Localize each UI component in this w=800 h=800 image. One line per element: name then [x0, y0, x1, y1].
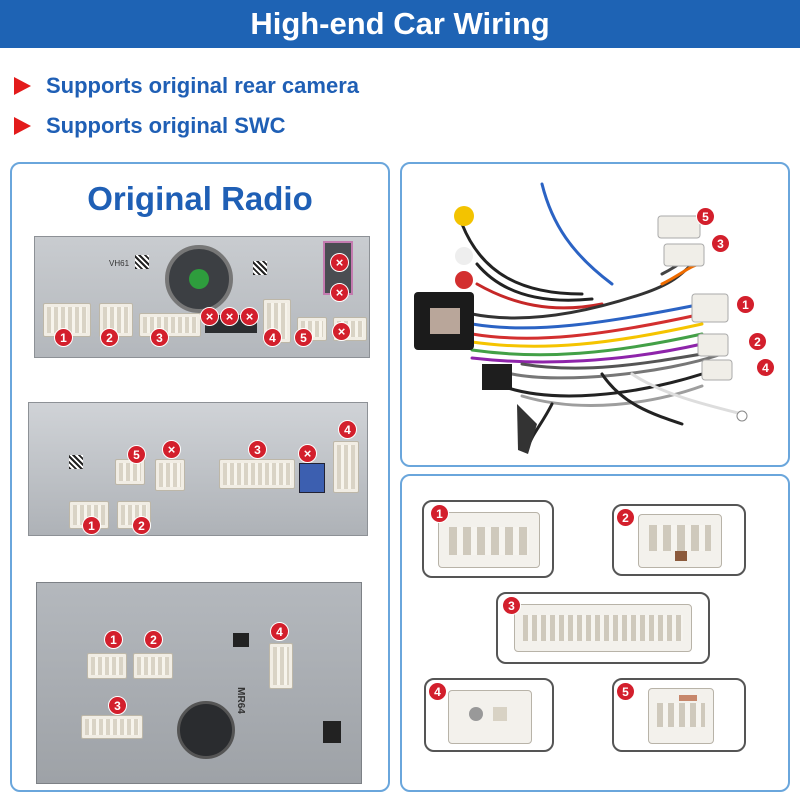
connector-plug	[648, 688, 714, 744]
title-banner: High-end Car Wiring	[0, 0, 800, 48]
connector-plug	[448, 690, 532, 744]
connector-3	[139, 313, 201, 337]
cross-icon: ×	[200, 307, 219, 326]
connectors-panel: 1 2 3 4 5	[400, 474, 790, 792]
connector-box-3	[496, 592, 710, 664]
number-badge: 4	[428, 682, 447, 701]
cross-icon: ×	[330, 253, 349, 272]
feature-text: Supports original SWC	[46, 113, 286, 138]
number-badge: 4	[756, 358, 775, 377]
cross-icon: ×	[220, 307, 239, 326]
connector-box-1	[422, 500, 554, 578]
feature-text: Supports original rear camera	[46, 73, 359, 98]
feature-rear-camera: Supports original rear camera	[14, 73, 359, 99]
number-badge: 2	[144, 630, 163, 649]
blue-connector	[299, 463, 325, 493]
number-badge: 4	[263, 328, 282, 347]
fan-icon	[165, 245, 233, 313]
connector-plug	[638, 514, 722, 568]
connector-unused	[155, 459, 185, 491]
antenna-port	[323, 721, 341, 743]
feature-swc: Supports original SWC	[14, 113, 286, 139]
connector-plug	[514, 604, 692, 652]
number-badge: 3	[108, 696, 127, 715]
number-badge: 1	[104, 630, 123, 649]
number-badge: 3	[711, 234, 730, 253]
wiring-harness-panel: 5 3 1 2 4	[400, 162, 790, 467]
radio-photo-3: MR64	[36, 582, 362, 784]
number-badge: 1	[54, 328, 73, 347]
cross-icon: ×	[162, 440, 181, 459]
connector-2	[133, 653, 173, 679]
number-badge: 3	[248, 440, 267, 459]
model-label: VH61	[109, 259, 130, 268]
number-badge: 4	[270, 622, 289, 641]
number-badge: 5	[696, 207, 715, 226]
number-badge: 2	[132, 516, 151, 535]
connector-3	[81, 715, 143, 739]
cross-icon: ×	[298, 444, 317, 463]
qr-code-icon	[69, 455, 83, 469]
cross-icon: ×	[332, 322, 351, 341]
connector-plug	[438, 512, 540, 568]
number-badge: 5	[616, 682, 635, 701]
qr-code-icon	[253, 261, 267, 275]
radio-photo-2	[28, 402, 368, 536]
cross-icon: ×	[330, 283, 349, 302]
small-black-port	[233, 633, 249, 647]
qr-code-icon	[135, 255, 149, 269]
number-badge: 1	[736, 295, 755, 314]
connector-4	[269, 643, 293, 689]
connector-1	[87, 653, 127, 679]
number-badge: 5	[294, 328, 313, 347]
harness-illustration	[414, 182, 748, 454]
number-badge: 2	[616, 508, 635, 527]
page-title: High-end Car Wiring	[250, 6, 550, 41]
number-badge: 2	[100, 328, 119, 347]
number-badge: 1	[82, 516, 101, 535]
fan-icon	[177, 701, 235, 759]
connector-box-5	[612, 678, 746, 752]
red-triangle-icon	[14, 77, 31, 95]
panel-title: Original Radio	[87, 180, 313, 217]
number-badge: 5	[127, 445, 146, 464]
original-radio-panel: Original Radio VH61 1 2 3 4 5 × × × × × …	[10, 162, 390, 792]
number-badge: 1	[430, 504, 449, 523]
radio-photo-1: VH61	[34, 236, 370, 358]
number-badge: 2	[748, 332, 767, 351]
number-badge: 3	[150, 328, 169, 347]
number-badge: 3	[502, 596, 521, 615]
number-badge: 4	[338, 420, 357, 439]
connector-3	[219, 459, 295, 489]
model-label: MR64	[234, 687, 246, 714]
cross-icon: ×	[240, 307, 259, 326]
red-triangle-icon	[14, 117, 31, 135]
connector-4	[333, 441, 359, 493]
